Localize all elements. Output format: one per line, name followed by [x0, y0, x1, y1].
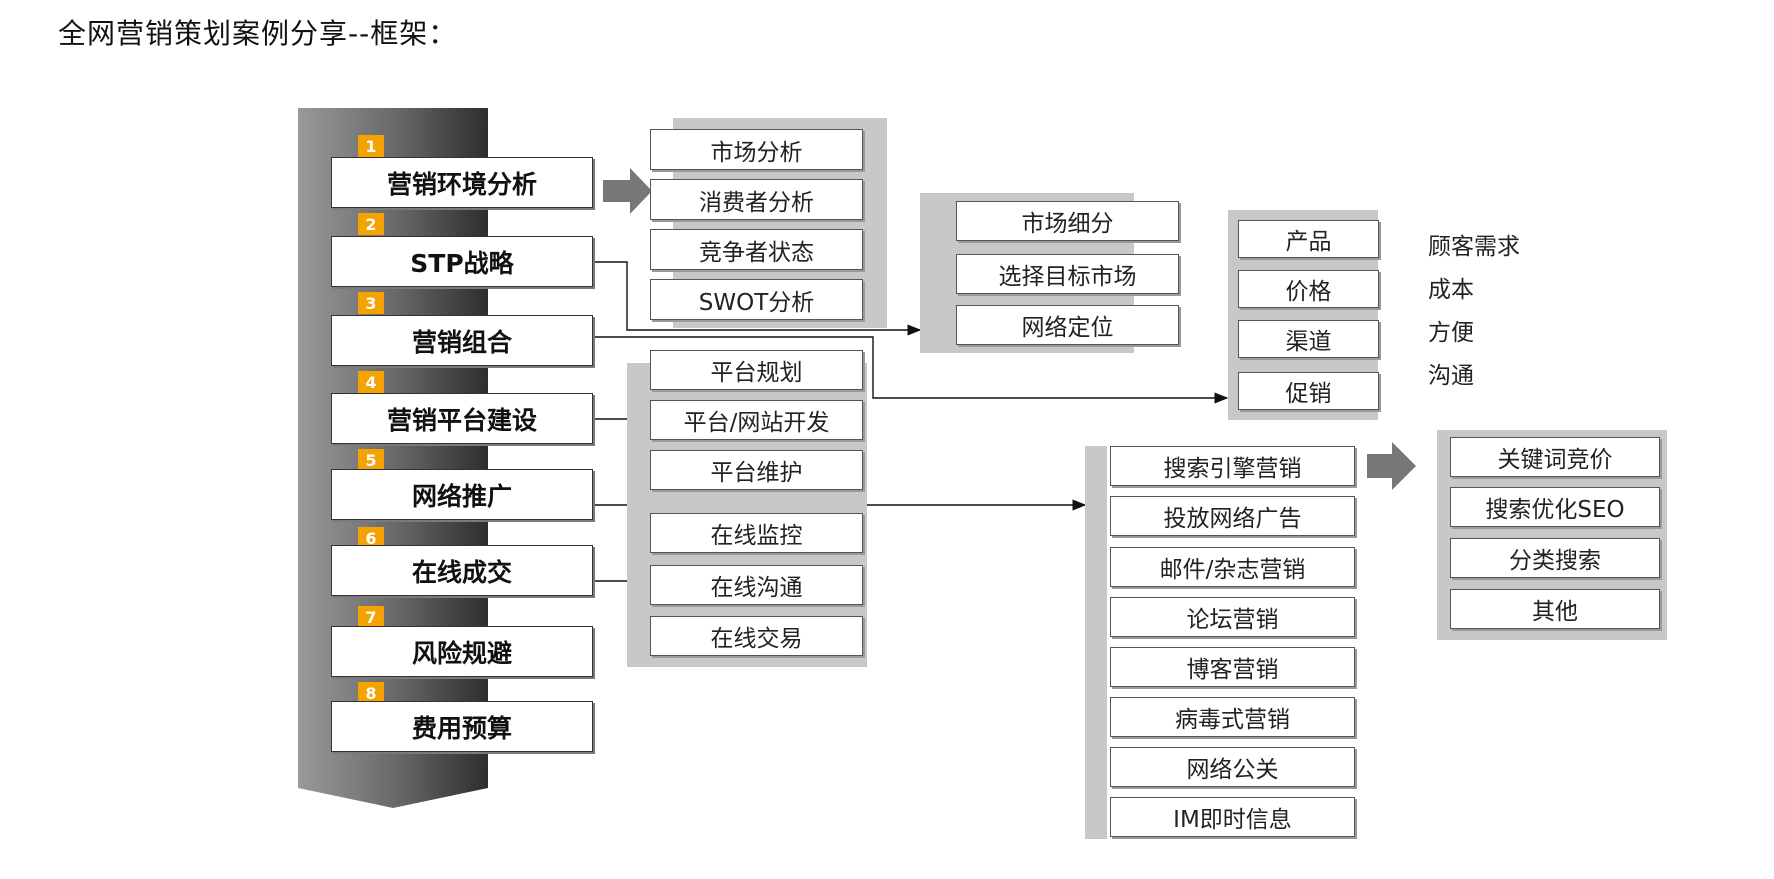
page-title: 全网营销策划案例分享--框架： [58, 17, 458, 50]
customer-view-text: 顾客需求 [1428, 234, 1520, 260]
platform-item-box[interactable]: 平台/网站开发 [650, 400, 863, 440]
step-7-badge: 7 [358, 606, 384, 628]
step-2-box[interactable]: STP战略 [331, 236, 593, 287]
search-item-box[interactable]: 分类搜索 [1450, 538, 1660, 578]
promotion-item-box[interactable]: 博客营销 [1110, 647, 1355, 687]
step-6-box[interactable]: 在线成交 [331, 545, 593, 596]
step-1-box[interactable]: 营销环境分析 [331, 157, 593, 208]
step-4-box[interactable]: 营销平台建设 [331, 393, 593, 444]
search-item-box[interactable]: 搜索优化SEO [1450, 487, 1660, 527]
step-4-badge: 4 [358, 371, 384, 393]
step-5-badge: 5 [358, 449, 384, 471]
env-item-box[interactable]: 消费者分析 [650, 179, 863, 220]
platform-item-box[interactable]: 平台维护 [650, 450, 863, 490]
step-3-badge: 3 [358, 292, 384, 314]
mix-item-box[interactable]: 渠道 [1238, 320, 1379, 358]
env-item-box[interactable]: 竞争者状态 [650, 229, 863, 270]
step-6-badge: 6 [358, 527, 384, 549]
step-3-box[interactable]: 营销组合 [331, 315, 593, 366]
mix-item-box[interactable]: 产品 [1238, 220, 1379, 258]
connector-mix [593, 336, 1229, 404]
promotion-item-box[interactable]: 投放网络广告 [1110, 496, 1355, 536]
customer-view-text: 沟通 [1428, 363, 1474, 389]
search-item-box[interactable]: 其他 [1450, 589, 1660, 629]
promotion-item-box[interactable]: 论坛营销 [1110, 597, 1355, 637]
step-5-box[interactable]: 网络推广 [331, 469, 593, 520]
step-1-badge: 1 [358, 135, 384, 157]
customer-view-text: 方便 [1428, 320, 1474, 346]
step-7-box[interactable]: 风险规避 [331, 626, 593, 677]
online-item-box[interactable]: 在线沟通 [650, 565, 863, 605]
stp-item-box[interactable]: 市场细分 [956, 201, 1179, 241]
promotion-item-box[interactable]: 搜索引擎营销 [1110, 446, 1355, 486]
search-item-box[interactable]: 关键词竞价 [1450, 437, 1660, 477]
env-item-box[interactable]: SWOT分析 [650, 279, 863, 320]
promotion-item-box[interactable]: 邮件/杂志营销 [1110, 547, 1355, 587]
arrow-environment [603, 168, 652, 214]
mix-item-box[interactable]: 价格 [1238, 270, 1379, 308]
stp-item-box[interactable]: 选择目标市场 [956, 254, 1179, 294]
step-8-badge: 8 [358, 682, 384, 704]
mix-item-box[interactable]: 促销 [1238, 372, 1379, 410]
online-item-box[interactable]: 在线监控 [650, 513, 863, 553]
step-8-box[interactable]: 费用预算 [331, 701, 593, 752]
platform-item-box[interactable]: 平台规划 [650, 350, 863, 390]
env-item-box[interactable]: 市场分析 [650, 129, 863, 170]
online-item-box[interactable]: 在线交易 [650, 616, 863, 656]
stp-item-box[interactable]: 网络定位 [956, 305, 1179, 345]
promotion-item-box[interactable]: 病毒式营销 [1110, 697, 1355, 737]
promotion-item-box[interactable]: 网络公关 [1110, 747, 1355, 787]
step-2-badge: 2 [358, 213, 384, 235]
connector-stp [593, 261, 922, 336]
arrow-search-engine [1367, 442, 1416, 490]
promotion-item-box[interactable]: IM即时信息 [1110, 797, 1355, 837]
band-promotion [1085, 446, 1107, 839]
customer-view-text: 成本 [1428, 277, 1474, 303]
